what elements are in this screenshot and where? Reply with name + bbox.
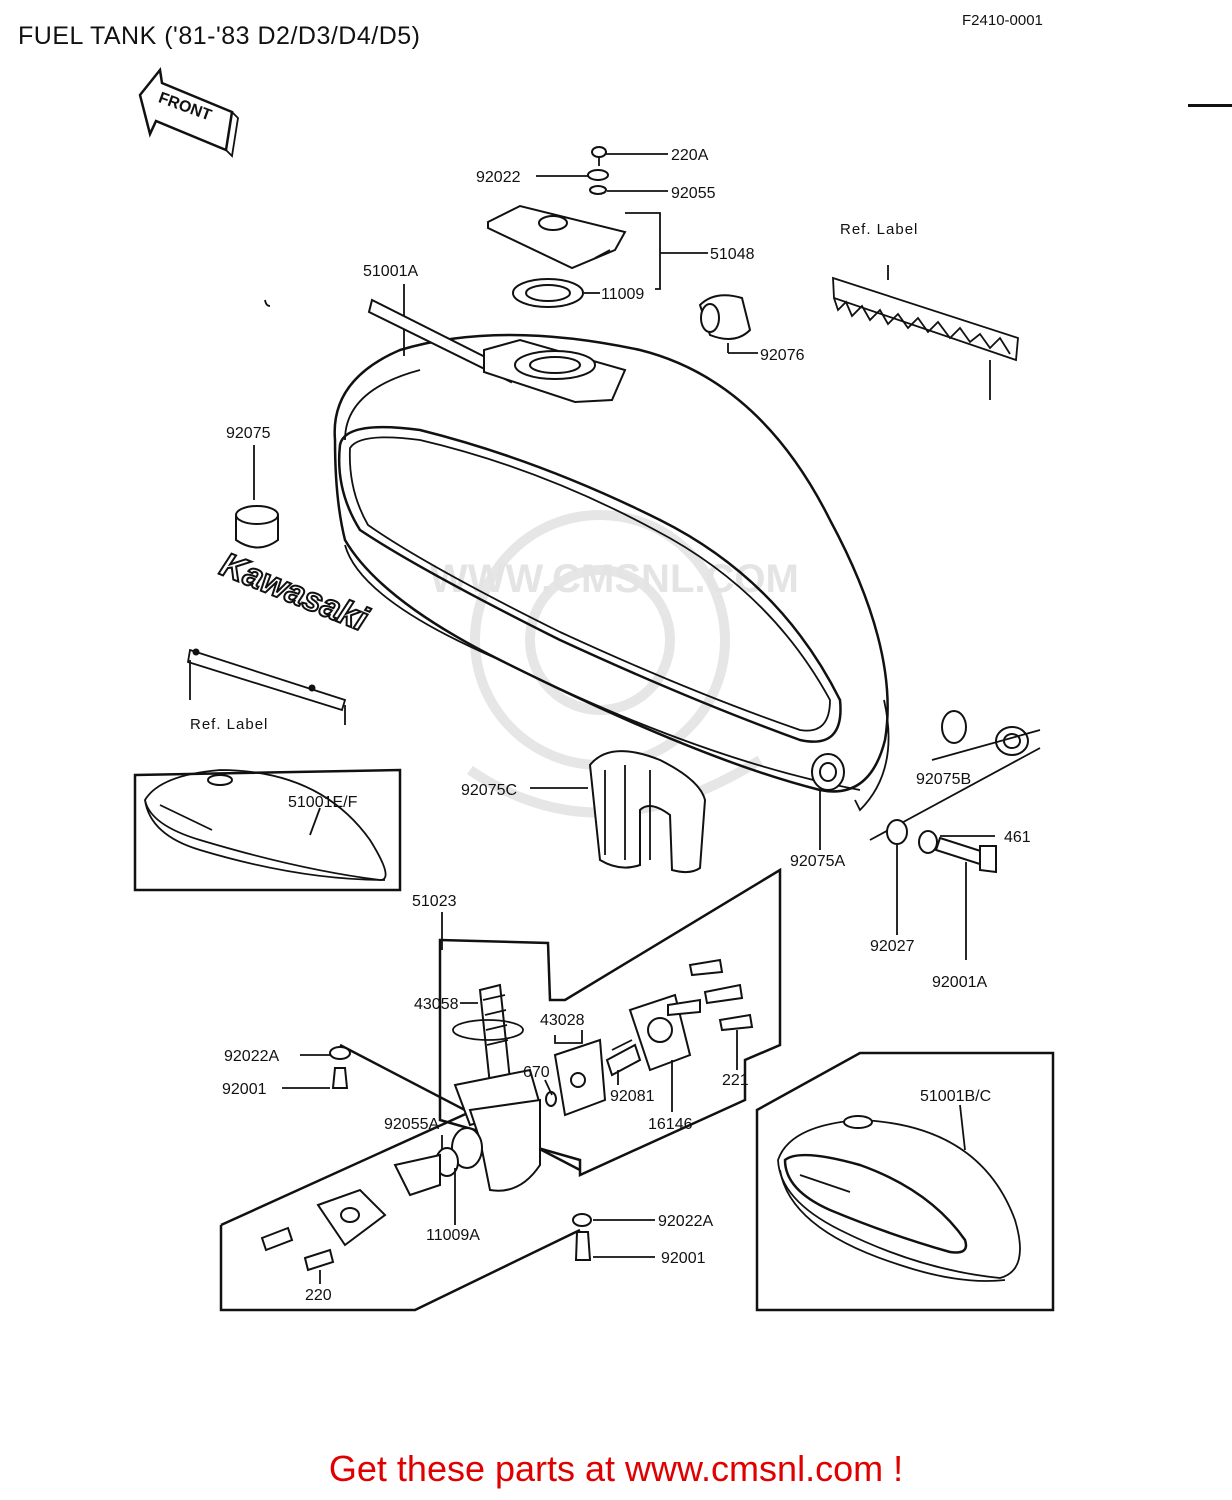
front-arrow: FRONT	[138, 66, 239, 158]
edge-mark	[1188, 104, 1232, 107]
label-670: 670	[523, 1064, 550, 1081]
label-92075B: 92075B	[916, 771, 971, 788]
label-92022A-right: 92022A	[658, 1213, 713, 1230]
label-92055A: 92055A	[384, 1116, 439, 1133]
label-16146: 16146	[648, 1116, 693, 1133]
label-92075A: 92075A	[790, 853, 845, 870]
label-43058: 43058	[414, 996, 459, 1013]
label-11009A: 11009A	[426, 1227, 480, 1244]
label-51001EF: 51001E/F	[288, 794, 358, 811]
label-92075C: 92075C	[461, 782, 517, 799]
label-92001A: 92001A	[932, 974, 987, 991]
label-92022A-left: 92022A	[224, 1048, 279, 1065]
label-43028: 43028	[540, 1012, 585, 1029]
fuel-tank-51001A	[264, 298, 890, 812]
part-92075-grommet	[235, 445, 279, 549]
label-92001-right: 92001	[661, 1250, 706, 1267]
kawasaki-emblem: Kawasaki Ref. Label	[186, 545, 375, 733]
ref-label-top-text: Ref. Label	[840, 221, 918, 238]
label-51023: 51023	[412, 893, 457, 910]
label-220: 220	[305, 1287, 332, 1304]
label-92075: 92075	[226, 425, 271, 442]
part-92075A-grommet	[811, 753, 845, 850]
label-221: 221	[722, 1072, 749, 1089]
label-51001A: 51001A	[363, 263, 418, 280]
label-92055: 92055	[671, 185, 716, 202]
bolt-92001A-set	[886, 819, 997, 960]
label-92081: 92081	[610, 1088, 655, 1105]
label-51001BC: 51001B/C	[920, 1088, 991, 1105]
label-51048: 51048	[710, 246, 755, 263]
inset-51001BC	[755, 1051, 1055, 1312]
label-11009: 11009	[601, 286, 644, 303]
part-92075C-bracket	[530, 750, 707, 874]
label-92076: 92076	[760, 347, 805, 364]
label-92022: 92022	[476, 169, 521, 186]
fuel-tap-parts	[316, 958, 754, 1247]
label-92027: 92027	[870, 938, 915, 955]
part-92076-grommet	[698, 294, 752, 340]
part-labels: 220A 92022 92055 51048 11009 51001A 9207…	[222, 147, 1031, 1304]
figure-code: F2410-0001	[962, 12, 1043, 29]
ref-label-top: Ref. Label	[832, 221, 1019, 400]
label-461: 461	[1004, 829, 1031, 846]
label-220A: 220A	[671, 147, 709, 164]
shop-link[interactable]: Get these parts at www.cmsnl.com !	[328, 1448, 904, 1489]
front-arrow-label: FRONT	[156, 90, 214, 125]
ref-label-emblem-text: Ref. Label	[190, 716, 268, 733]
page-title: FUEL TANK ('81-'83 D2/D3/D4/D5)	[18, 22, 421, 50]
label-92001-left: 92001	[222, 1081, 267, 1098]
fuel-cap-assembly	[487, 146, 627, 308]
watermark-text: WWW.CMSNL.COM	[430, 557, 799, 601]
screws	[260, 1002, 738, 1284]
inset-51001EF	[133, 768, 402, 892]
